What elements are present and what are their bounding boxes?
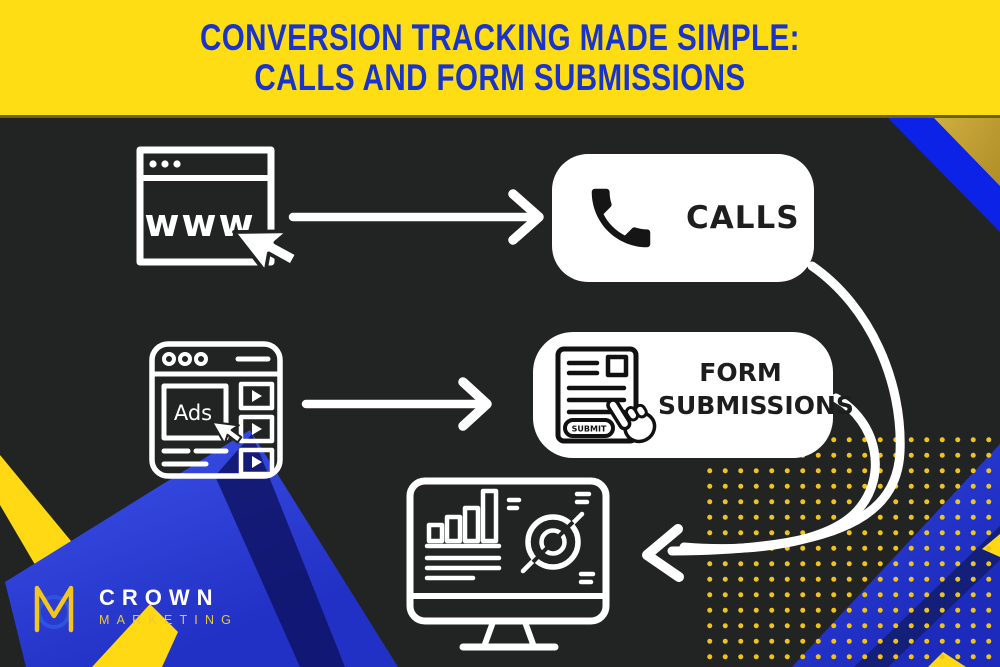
form-label-line-2: SUBMISSIONS (658, 391, 854, 420)
blue-stripe-shape (888, 118, 1000, 232)
header-banner: CONVERSION TRACKING MADE SIMPLE: CALLS A… (0, 0, 1000, 118)
submit-button-shape (563, 418, 615, 438)
logo-text-block: CROWN MARKETING (99, 586, 238, 628)
calls-box: CALLS (552, 154, 814, 282)
form-submissions-box: SUBMIT FORM SUBMISSIONS (533, 332, 854, 458)
page-title: CONVERSION TRACKING MADE SIMPLE: CALLS A… (200, 16, 800, 98)
form-label-line-1: FORM (699, 358, 782, 387)
cursor-icon (232, 229, 296, 275)
ads-label: Ads (174, 401, 212, 425)
logo-subtitle: MARKETING (99, 613, 239, 627)
video-thumb-1 (238, 381, 275, 411)
top-right-corner-decoration (860, 118, 1000, 263)
yellow-bottom-triangle (928, 652, 966, 667)
play-icon (252, 390, 262, 468)
blue-triangle-shape (792, 444, 1000, 667)
submit-label: SUBMIT (572, 425, 607, 434)
bottom-right-corner-decoration (700, 430, 1000, 667)
website-browser-icon: www (136, 146, 296, 275)
arrow-right-www-to-calls-icon (288, 189, 544, 245)
crown-marketing-logo: CROWN MARKETING (32, 580, 238, 634)
bar-chart-glyph (424, 488, 502, 549)
title-line-2: CALLS AND FORM SUBMISSIONS (254, 56, 746, 98)
ads-browser-icon: Ads (149, 341, 283, 479)
yellow-edge-triangle (982, 534, 1000, 557)
monitor-stand (459, 619, 559, 651)
dot-grid-decoration (700, 430, 1000, 667)
donut-chart-glyph (506, 491, 596, 585)
www-label: www (144, 201, 255, 245)
title-line-1: CONVERSION TRACKING MADE SIMPLE: (200, 16, 800, 58)
arrow-right-ads-to-form-icon (301, 377, 492, 431)
analytics-monitor-icon (406, 477, 610, 651)
hand-pointer-icon (606, 398, 657, 444)
logo-name: CROWN (99, 585, 220, 610)
crown-marketing-logo-icon (34, 585, 74, 633)
phone-icon (591, 188, 651, 248)
form-submissions-label: FORM SUBMISSIONS (658, 356, 854, 422)
calls-label: CALLS (686, 200, 800, 236)
navy-diagonal-band (854, 526, 1000, 667)
gold-triangle-shape (930, 118, 1000, 190)
form-document-icon: SUBMIT (555, 346, 657, 444)
